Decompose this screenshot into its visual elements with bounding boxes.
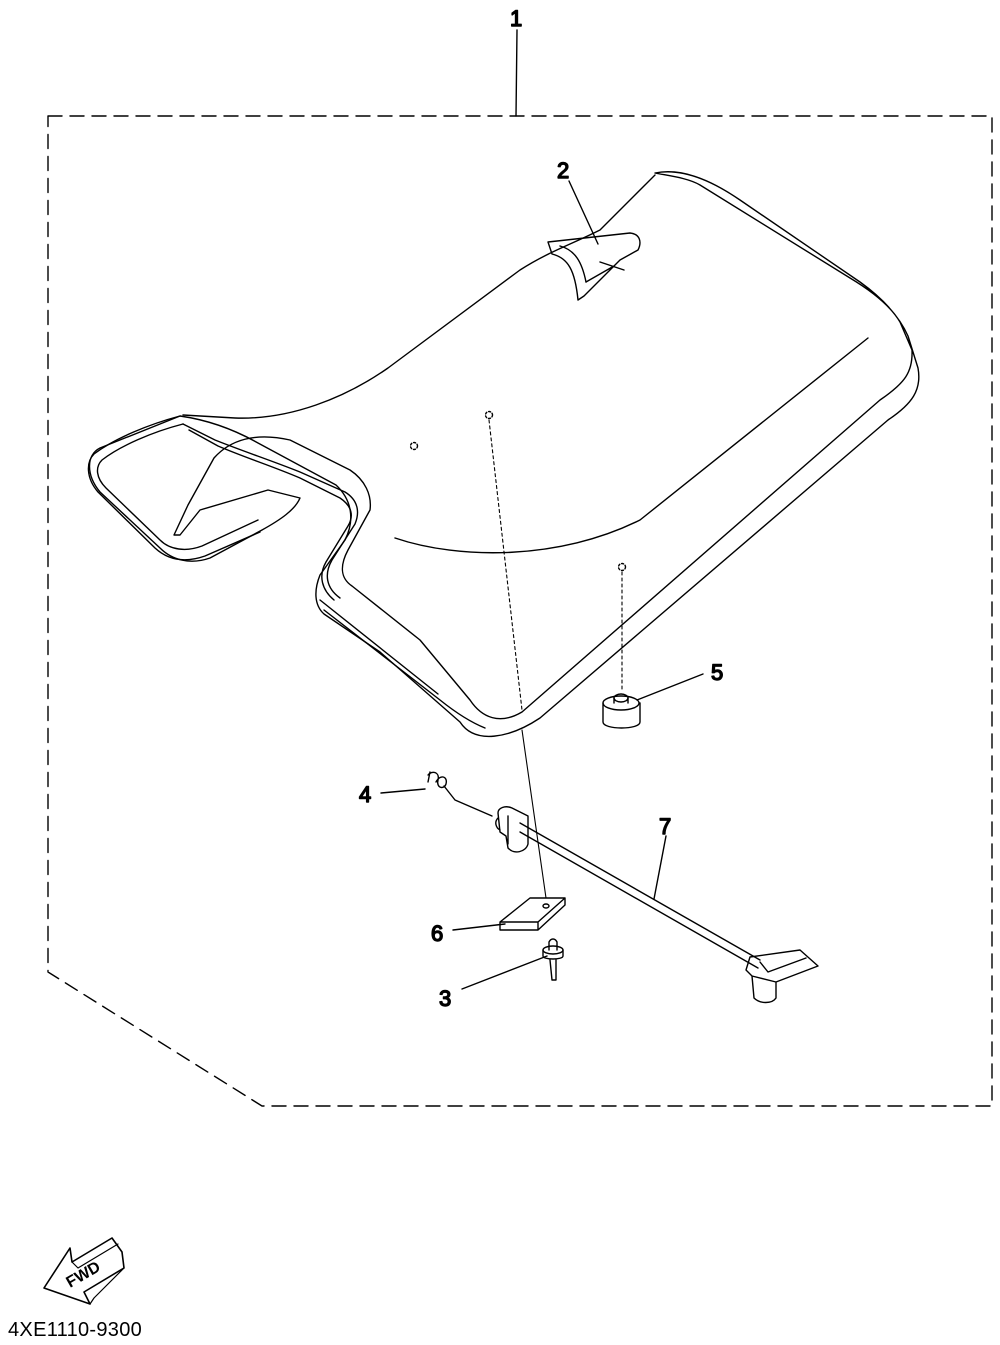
callout-1: 1: [510, 6, 522, 31]
seat-handle-rim-inner: [96, 423, 259, 551]
part-3-rivet: [542, 938, 564, 981]
leader-line-5: [636, 673, 704, 701]
seat-strap-band: [559, 245, 587, 283]
part-5-damper: [602, 693, 641, 729]
seat-handle-rim-outer: [87, 415, 261, 561]
seat-top-edge: [182, 174, 656, 419]
callout-3: 3: [439, 986, 451, 1011]
callout-5: 5: [711, 660, 723, 685]
seat-handle-side: [182, 423, 359, 599]
callout-4: 4: [359, 782, 371, 807]
seat-strap: [547, 232, 641, 301]
seat-outer-outline: [88, 171, 920, 737]
leader-line-2: [568, 180, 599, 245]
rod-lower: [519, 831, 759, 969]
rod-bracket-right: [745, 949, 819, 1004]
alignment-line-c: [521, 729, 547, 899]
seat-assembly: [87, 171, 920, 899]
seat-hole-2: [484, 410, 494, 420]
leader-line-7: [653, 835, 667, 900]
leader-line-1: [515, 29, 518, 117]
callout-6: 6: [431, 921, 443, 946]
callout-7: 7: [659, 814, 671, 839]
leader-line-3: [461, 955, 548, 990]
leader-line-6: [452, 923, 506, 931]
part-6-plate: [499, 897, 566, 931]
assembly-boundary: [47, 115, 993, 1107]
fwd-arrow-icon: FWD: [43, 1237, 125, 1305]
seat-rear-lower-edge: [323, 609, 486, 729]
leader-line-4: [380, 788, 426, 794]
seat-crease: [394, 337, 869, 554]
rod-bracket-left: [495, 806, 529, 853]
part-4-spring: [427, 771, 493, 817]
callout-2: 2: [557, 158, 569, 183]
seat-handle-side-inner: [188, 429, 352, 601]
seat-hole-1: [409, 441, 419, 451]
seat-hole-3: [617, 562, 627, 572]
seat-rear-lower-edge-2: [319, 599, 439, 695]
part-code-label: 4XE1110-9300: [8, 1319, 143, 1341]
alignment-line-a: [488, 419, 523, 711]
part-7-latch-rod: [495, 806, 819, 1004]
rod-upper: [519, 822, 761, 961]
